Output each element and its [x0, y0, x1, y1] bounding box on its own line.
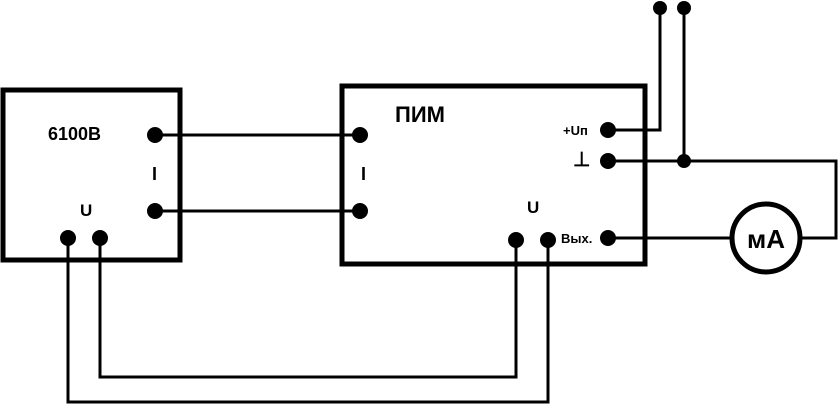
calibrator-current-label: I	[152, 164, 157, 184]
terminal-power-plus	[653, 1, 667, 15]
calibrator-box	[0, 87, 183, 263]
terminal-calibrator-u-left	[60, 230, 76, 246]
terminal-converter-i-upper	[352, 127, 368, 143]
terminal-converter-u-left	[508, 232, 524, 248]
terminal-converter-supply	[600, 122, 616, 138]
calibrator-voltage-label: U	[80, 201, 92, 220]
terminal-converter-u-right	[540, 232, 556, 248]
wire-voltage-inner	[98, 236, 518, 379]
terminal-power-ground	[677, 1, 691, 15]
milliammeter-label: мА	[747, 224, 785, 254]
converter-name: ПИМ	[395, 102, 445, 127]
wire-voltage-outer	[66, 236, 550, 404]
junction-ground	[677, 154, 691, 168]
converter-supply-label: +Uп	[563, 123, 588, 138]
terminal-calibrator-i-lower	[147, 203, 163, 219]
converter-voltage-label: U	[527, 198, 539, 217]
terminal-converter-i-lower	[352, 203, 368, 219]
milliammeter-circle	[729, 201, 803, 275]
wire-ground-to-meter	[606, 159, 838, 240]
terminal-converter-output	[600, 230, 616, 246]
converter-ground-label: ⊥	[573, 149, 590, 171]
terminal-calibrator-u-right	[92, 230, 108, 246]
converter-box	[339, 83, 648, 267]
converter-output-label: Вых.	[561, 231, 592, 246]
wire-supply-plus	[606, 6, 662, 132]
terminal-calibrator-i-upper	[147, 127, 163, 143]
terminal-converter-ground	[600, 153, 616, 169]
calibrator-name: 6100В	[48, 124, 101, 144]
converter-current-label: I	[361, 164, 366, 184]
